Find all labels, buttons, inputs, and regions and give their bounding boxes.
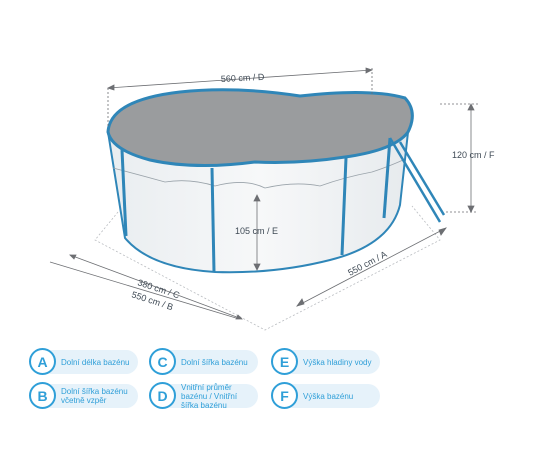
legend-item-b: B Dolní šířka bazénu včetně vzpěr [29, 382, 138, 409]
legend-item-e: E Výška hladiny vody [271, 348, 380, 375]
ground-footprint [94, 205, 441, 331]
legend-letter-c: C [149, 348, 176, 375]
legend-item-f: F Výška bazénu [271, 382, 380, 409]
label-d: 560 cm / D [221, 72, 265, 84]
legend-item-c: C Dolní šířka bazénu [149, 348, 258, 375]
legend-letter-a: A [29, 348, 56, 375]
legend-item-a: A Dolní délka bazénu [29, 348, 138, 375]
dimension-lines [49, 67, 478, 320]
legend-letter-d: D [149, 382, 176, 409]
legend-item-d: D Vnitřní průměr bazénu / Vnitřní šířka … [149, 382, 258, 410]
label-f: 120 cm / F [452, 150, 495, 160]
pool-diagram: 560 cm / D 120 cm / F 105 cm / E 550 cm … [49, 67, 495, 331]
legend-label-b: Dolní šířka bazénu včetně vzpěr [61, 387, 128, 405]
pool-supports [120, 137, 392, 273]
legend-label-a: Dolní délka bazénu [61, 357, 130, 367]
legend-label-f: Výška bazénu [303, 391, 354, 401]
legend-letter-f: F [271, 382, 298, 409]
legend-label-c: Dolní šířka bazénu [181, 357, 248, 367]
legend-letter-b: B [29, 382, 56, 409]
pool-cover [106, 88, 414, 168]
pool-ladder [388, 137, 446, 223]
water-line [112, 159, 404, 189]
legend-letter-e: E [271, 348, 298, 375]
label-e: 105 cm / E [235, 226, 278, 236]
legend-label-e: Výška hladiny vody [303, 357, 372, 367]
legend-label-d: Vnitřní průměr bazénu / Vnitřní šířka ba… [181, 382, 238, 410]
